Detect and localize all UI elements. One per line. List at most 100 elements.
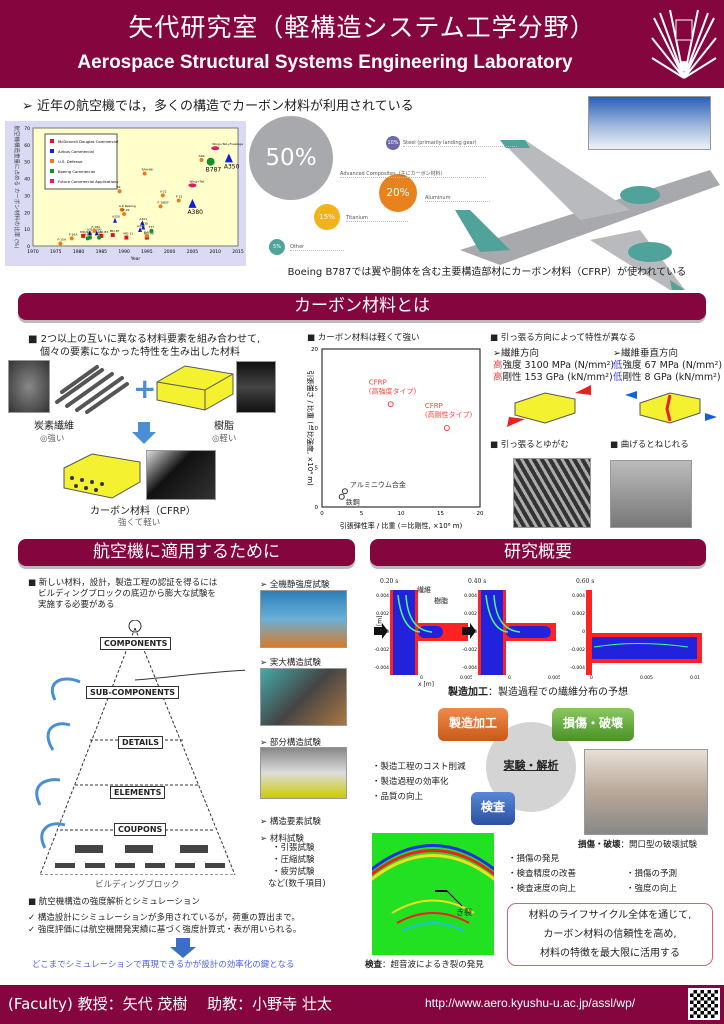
y-tick-label: 15 <box>311 387 318 393</box>
ultrasonic-wave-simulation: き裂 <box>372 833 494 955</box>
header <box>0 0 724 88</box>
building-block-pyramid <box>35 620 245 875</box>
point: ・損傷の予測 <box>626 869 678 879</box>
strength-chart-heading: ■ カーボン材料は軽くて強い <box>307 333 420 343</box>
fatigue-test: ・疲労試験 <box>272 867 315 877</box>
university-logo-icon <box>651 9 717 79</box>
resin-label: 樹脂 <box>434 597 448 605</box>
x-tick-label: 15 <box>437 511 444 517</box>
point-label: A321 <box>139 217 147 221</box>
intro-heading: ➢ 近年の航空機では，多くの構造でカーボン材料が利用されている <box>22 95 414 114</box>
down-arrow-icon <box>132 422 156 444</box>
point-label: F-18A <box>92 225 102 229</box>
x-tick-label: 20 <box>477 511 484 517</box>
x-tick-label: 1985 <box>96 249 108 255</box>
sim-caption-bold: 製造加工 <box>448 687 488 698</box>
mold <box>586 590 592 675</box>
transverse-stiffness: 剛性 8 GPa (kN/mm²) <box>622 372 721 383</box>
x-axis-label: x [m] <box>418 681 434 688</box>
transverse-tension-illustration <box>625 391 717 424</box>
manufacture-points: ・製造工程のコスト削減 ・製造過程の効率化 ・品質の向上 <box>372 760 466 805</box>
crack-label: き裂 <box>456 907 472 917</box>
low-prefix: 低 <box>613 360 623 371</box>
point-label: A340 <box>137 224 145 228</box>
point-label: B2 <box>117 185 121 189</box>
simulation-heading: ■ 航空機構造の強度解析とシミュレーション <box>28 897 200 907</box>
data-point <box>138 226 143 232</box>
carbon-fiber-label: 炭素繊維 <box>34 421 74 432</box>
pie-label-1: Aluminum <box>425 195 491 202</box>
data-point <box>387 401 394 408</box>
fracture-caption-text: ：開口型の破壊試験 <box>620 840 698 850</box>
point-label: YF-22 <box>121 208 130 212</box>
plus-icon: + <box>133 372 157 405</box>
x-tick-label: 0 <box>590 675 593 680</box>
y-tick-label: 10 <box>311 426 318 432</box>
point-label: (高強度タイプ) <box>369 386 417 395</box>
transverse-direction-props: ➢繊維垂直方向 低強度 67 MPa (N/mm²) 低剛性 8 GPa (kN… <box>613 348 722 384</box>
data-point <box>110 233 115 238</box>
data-point <box>87 235 92 240</box>
lab-url-link[interactable]: http://www.aero.kyushu-u.ac.jp/assl/wp/ <box>425 996 636 1010</box>
high-prefix: 高 <box>493 360 503 371</box>
data-point <box>144 233 149 238</box>
point-label: A330 <box>140 221 148 225</box>
y-tick-label: 0 <box>27 244 30 250</box>
pyramid-caption: ビルディングブロック <box>95 880 180 890</box>
data-point <box>58 241 63 246</box>
resin-region <box>393 590 415 675</box>
warp-test-photo <box>513 458 591 528</box>
x-tick-label: 0 <box>508 675 511 680</box>
point-label: CFRP <box>369 378 387 386</box>
y-tick-label: 0 <box>474 629 477 635</box>
damage-box: 損傷・破壊 <box>552 708 634 741</box>
y-tick-label: -0.004 <box>570 665 585 671</box>
tensile-test: ・引張試験 <box>272 843 315 853</box>
data-point <box>158 204 163 209</box>
pie-bubble-2: 15% <box>314 204 340 230</box>
test-label-2: ➢ 部分構造試験 <box>260 738 321 748</box>
x-tick-label: 0.01 <box>690 675 700 680</box>
y-tick-label: 0.004 <box>376 593 389 599</box>
point-label: 737 <box>96 232 102 236</box>
fiber-strength: 強度 3100 MPa (N/mm²) <box>502 360 615 371</box>
large-scale-test-photo <box>260 668 347 726</box>
point-label: 757 <box>87 232 93 236</box>
data-point <box>141 224 146 230</box>
fiber-direction-props: ➢繊維方向 高強度 3100 MPa (N/mm²) 高剛性 153 GPa (… <box>493 348 614 384</box>
title-en: Aerospace Structural Systems Engineering… <box>77 52 573 73</box>
data-point <box>224 153 233 163</box>
point-label: F-15A <box>57 237 67 241</box>
point-label: アルミニウム合金 <box>350 480 406 489</box>
low-prefix: 低 <box>613 372 623 383</box>
data-point <box>92 228 97 233</box>
y-tick-label: 0 <box>315 505 319 511</box>
data-point <box>124 235 129 240</box>
point-label: A350 <box>224 163 240 170</box>
point-label: A310 <box>87 227 95 231</box>
point-label: A-6 Rewing <box>119 204 136 208</box>
y-tick-label: -0.004 <box>462 665 477 671</box>
point: ・製造工程のコスト削減 <box>372 762 466 772</box>
resin-region <box>481 590 503 675</box>
data-point <box>117 189 122 194</box>
y-tick-label: 0 <box>582 629 585 635</box>
y-tick-label: 5 <box>315 466 319 472</box>
footer <box>0 985 724 1024</box>
data-point <box>188 183 197 188</box>
certification-text: ■ 新しい材料，設計，製造工程の認証を得るには ビルディングブロックの底辺から膨… <box>28 578 217 611</box>
inspection-box: 検査 <box>471 792 515 825</box>
point: ・損傷の発見 <box>508 854 560 864</box>
title-ja: 矢代研究室（軽構造システム工学分野） <box>128 13 596 42</box>
fiber-line <box>485 594 521 633</box>
x-tick-label: 2005 <box>187 249 199 255</box>
conclusion-text: どこまでシミュレーションで再現できるかが設計の効率化の鍵となる <box>32 960 295 970</box>
legend-entry: Airbus Commercial <box>58 149 94 154</box>
point-label: MD-90 <box>144 232 154 236</box>
pie-label-0: Advanced Composites（主にカーボン材料） <box>340 170 486 178</box>
carbon-fiber-rods-illustration <box>55 365 129 414</box>
point-label: ARX <box>199 154 205 158</box>
point-label: C-17A <box>144 230 154 234</box>
